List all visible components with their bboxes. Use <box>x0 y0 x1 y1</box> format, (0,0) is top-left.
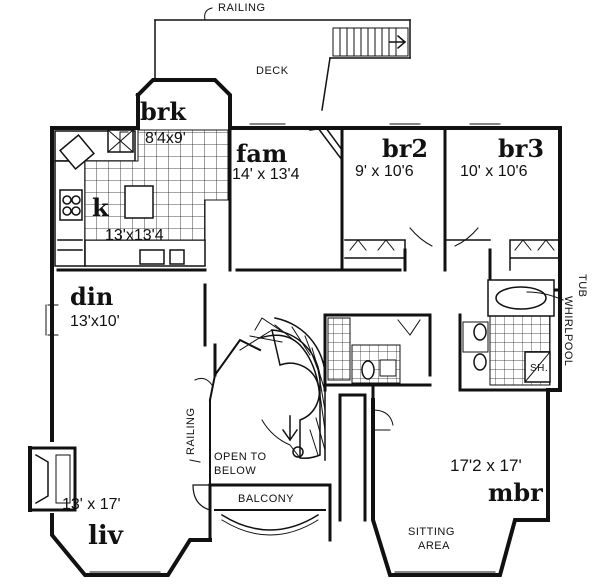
breakfast-door <box>119 131 129 153</box>
whirlpool-leader <box>526 291 564 301</box>
open-to-below <box>208 338 262 486</box>
breakfast-bay-windows <box>140 78 228 94</box>
room-dims-brk: 8'4x9' <box>145 130 186 147</box>
room-name-br3: br3 <box>498 134 545 163</box>
room-name-mbr: mbr <box>488 478 543 507</box>
open-to-below-label-2: BELOW <box>214 465 257 477</box>
kitchen-island <box>124 185 154 219</box>
window-marks <box>45 123 501 573</box>
room-name-liv: liv <box>88 521 123 551</box>
master-door <box>372 409 394 431</box>
living-door <box>192 484 211 511</box>
hall-bathroom <box>327 317 421 384</box>
deck-label: DECK <box>256 65 289 77</box>
room-dims-br3: 10' x 10'6 <box>460 163 528 180</box>
railing-leader <box>204 7 213 21</box>
open-to-below-label-1: OPEN TO <box>214 451 267 463</box>
exterior-walls <box>50 126 562 577</box>
railing-side-label: RAILING <box>185 407 197 455</box>
sitting-area-label-2: AREA <box>418 540 450 552</box>
closets <box>344 239 559 271</box>
room-dims-br2: 9' x 10'6 <box>355 163 414 180</box>
room-name-brk: brk <box>140 97 187 126</box>
room-name-k: k <box>92 193 109 222</box>
whirlpool-label: WHIRLPOOL <box>562 296 574 367</box>
railing-side-leader <box>189 377 213 463</box>
room-name-din: din <box>70 282 114 311</box>
railing-top-label: RAILING <box>218 2 266 14</box>
sitting-area-label-1: SITTING <box>408 526 455 538</box>
deck-railing <box>154 19 411 111</box>
deck-stair <box>332 27 409 57</box>
fireplace <box>28 446 77 512</box>
bedroom-doors <box>409 227 479 247</box>
room-name-br2: br2 <box>382 134 429 163</box>
room-name-fam: fam <box>236 139 288 168</box>
closet-doors <box>349 239 555 251</box>
breakfast-bay-walls <box>135 78 232 130</box>
room-dims-k: 13'x13'4 <box>105 227 164 244</box>
room-dims-fam: 14' x 13'4 <box>232 166 300 183</box>
tub-label: TUB <box>576 274 588 298</box>
balcony-label: BALCONY <box>238 493 295 505</box>
shower-label: SH. <box>530 363 549 374</box>
room-dims-liv: 13' x 17' <box>62 496 121 513</box>
fam-corner-feature <box>309 126 344 162</box>
curved-stair <box>239 317 327 461</box>
balcony <box>214 509 326 536</box>
room-dims-din: 13'x10' <box>70 313 120 330</box>
master-bath <box>462 279 555 386</box>
kitchen-tile-floor <box>84 129 229 241</box>
kitchen-counters <box>54 129 206 267</box>
room-dims-mbr: 17'2 x 17' <box>450 456 522 475</box>
